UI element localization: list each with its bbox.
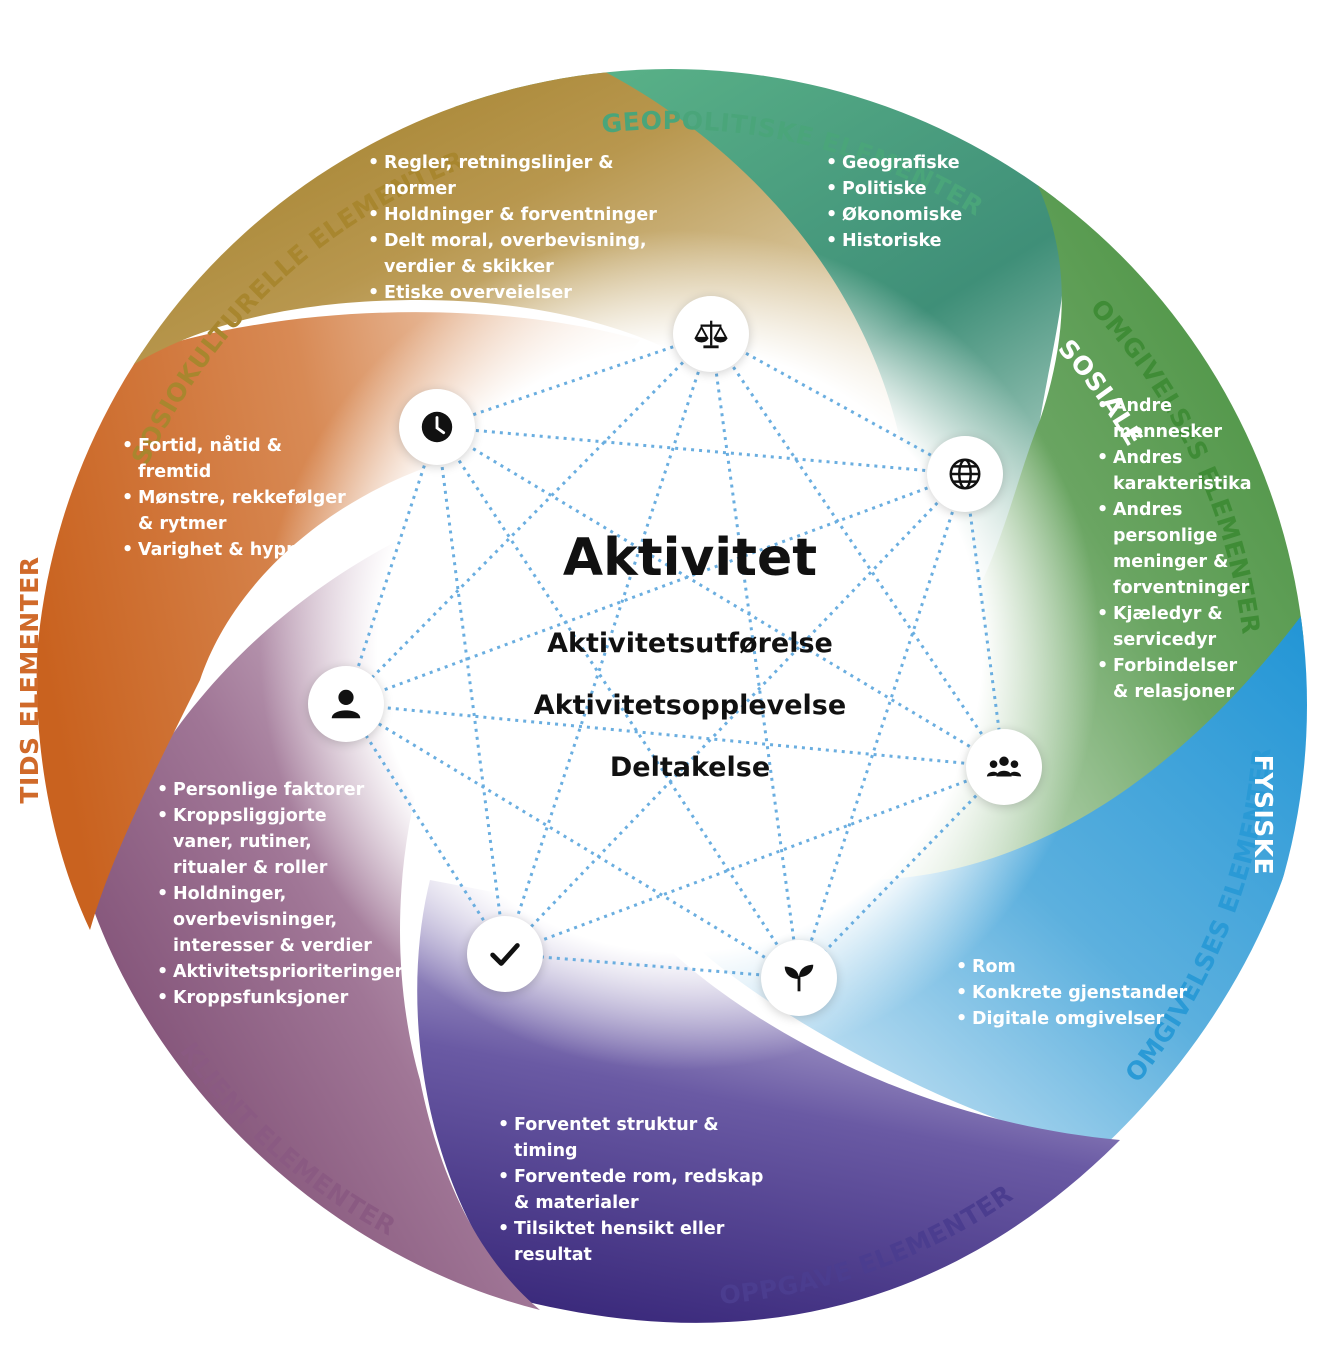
list-fysiske: Rom Konkrete gjenstander Digitale omgive… <box>956 954 1196 1032</box>
clock-icon <box>399 389 475 465</box>
connection-line <box>436 425 1005 769</box>
connection-line <box>504 765 1005 956</box>
list-item: Digitale omgivelser <box>956 1006 1196 1032</box>
connection-line <box>435 426 507 955</box>
list-item: Holdninger & forventninger <box>368 202 678 228</box>
connection-line <box>345 472 966 706</box>
connection-line <box>344 703 507 955</box>
center-line-3: Deltakelse <box>609 752 771 783</box>
list-item: Tilsiktet hensikt eller resultat <box>498 1216 778 1268</box>
list-item: Forventet struktur & timing <box>498 1112 778 1164</box>
connection-line <box>345 702 1005 769</box>
balance-scale-icon <box>673 296 749 372</box>
connection-line <box>503 333 713 955</box>
connection-line <box>344 426 439 705</box>
list-item: Regler, retningslinjer & normer <box>368 150 678 202</box>
list-item: Historiske <box>826 228 1006 254</box>
connection-line <box>797 473 967 979</box>
list-geopolitiske: Geografiske Politiske Økonomiske Histori… <box>826 150 1006 254</box>
list-item: Etiske overveielser <box>368 280 678 306</box>
connection-line <box>435 426 801 979</box>
connection-network <box>344 332 1006 980</box>
connection-line <box>710 332 966 476</box>
ring-label-fysiske: FYSISKE <box>1249 755 1278 875</box>
list-item: Forventede rom, redskap & materialer <box>498 1164 778 1216</box>
connection-line <box>344 332 713 706</box>
list-item: Konkrete gjenstander <box>956 980 1196 1006</box>
ring-label-tids: TIDS ELEMENTER <box>15 556 44 803</box>
list-item: Andres personlige meninger & forventning… <box>1097 497 1249 601</box>
checkmark-icon <box>467 916 543 992</box>
connection-line <box>345 702 800 980</box>
people-group-icon <box>966 729 1042 805</box>
seedling-icon <box>761 940 837 1016</box>
list-item: Kroppsfunksjoner <box>157 985 387 1011</box>
center-line-2: Aktivitetsopplevelse <box>533 690 847 721</box>
list-item: Personlige faktorer <box>157 777 387 803</box>
list-item: Politiske <box>826 176 1006 202</box>
center-title: Aktivitet <box>562 528 818 588</box>
list-item: Kroppsliggjorte vaner, rutiner, ritualer… <box>157 803 387 881</box>
list-item: Kjæledyr & servicedyr <box>1097 601 1247 653</box>
list-item: Aktivitetsprioriteringer <box>157 959 403 985</box>
connection-line <box>797 765 1006 980</box>
list-item: Mønstre, rekkefølger & rytmer <box>122 485 352 537</box>
list-item: Andre mennesker <box>1097 393 1247 445</box>
list-sosiokulturelle: Regler, retningslinjer & normer Holdning… <box>368 150 678 306</box>
connection-line <box>436 332 712 429</box>
list-item: Rom <box>956 954 1196 980</box>
connection-line <box>436 425 966 476</box>
list-item: Forbindelser & relasjoner <box>1097 653 1247 705</box>
list-item: Andres karakteristika <box>1097 445 1252 497</box>
list-item: Fortid, nåtid & fremtid <box>122 433 352 485</box>
list-item: Økonomiske <box>826 202 1006 228</box>
person-icon <box>308 666 384 742</box>
list-item: Holdninger, overbevisninger, interesser … <box>157 881 387 959</box>
list-tids: Fortid, nåtid & fremtid Mønstre, rekkefø… <box>122 433 352 563</box>
center-line-1: Aktivitetsutførelse <box>547 628 833 659</box>
list-item: Delt moral, overbevisning, verdier & ski… <box>368 228 678 280</box>
list-sosiale: Andre mennesker Andres karakteristika An… <box>1097 393 1252 705</box>
list-oppgave: Forventet struktur & timing Forventede r… <box>498 1112 778 1268</box>
connection-line <box>963 473 1006 768</box>
connection-line <box>504 952 800 980</box>
list-klient: Personlige faktorer Kroppsliggjorte vane… <box>157 777 403 1011</box>
connection-line <box>503 472 967 956</box>
list-item: Varighet & hyppighet <box>122 537 352 563</box>
list-item: Geografiske <box>826 150 1006 176</box>
globe-icon <box>927 436 1003 512</box>
